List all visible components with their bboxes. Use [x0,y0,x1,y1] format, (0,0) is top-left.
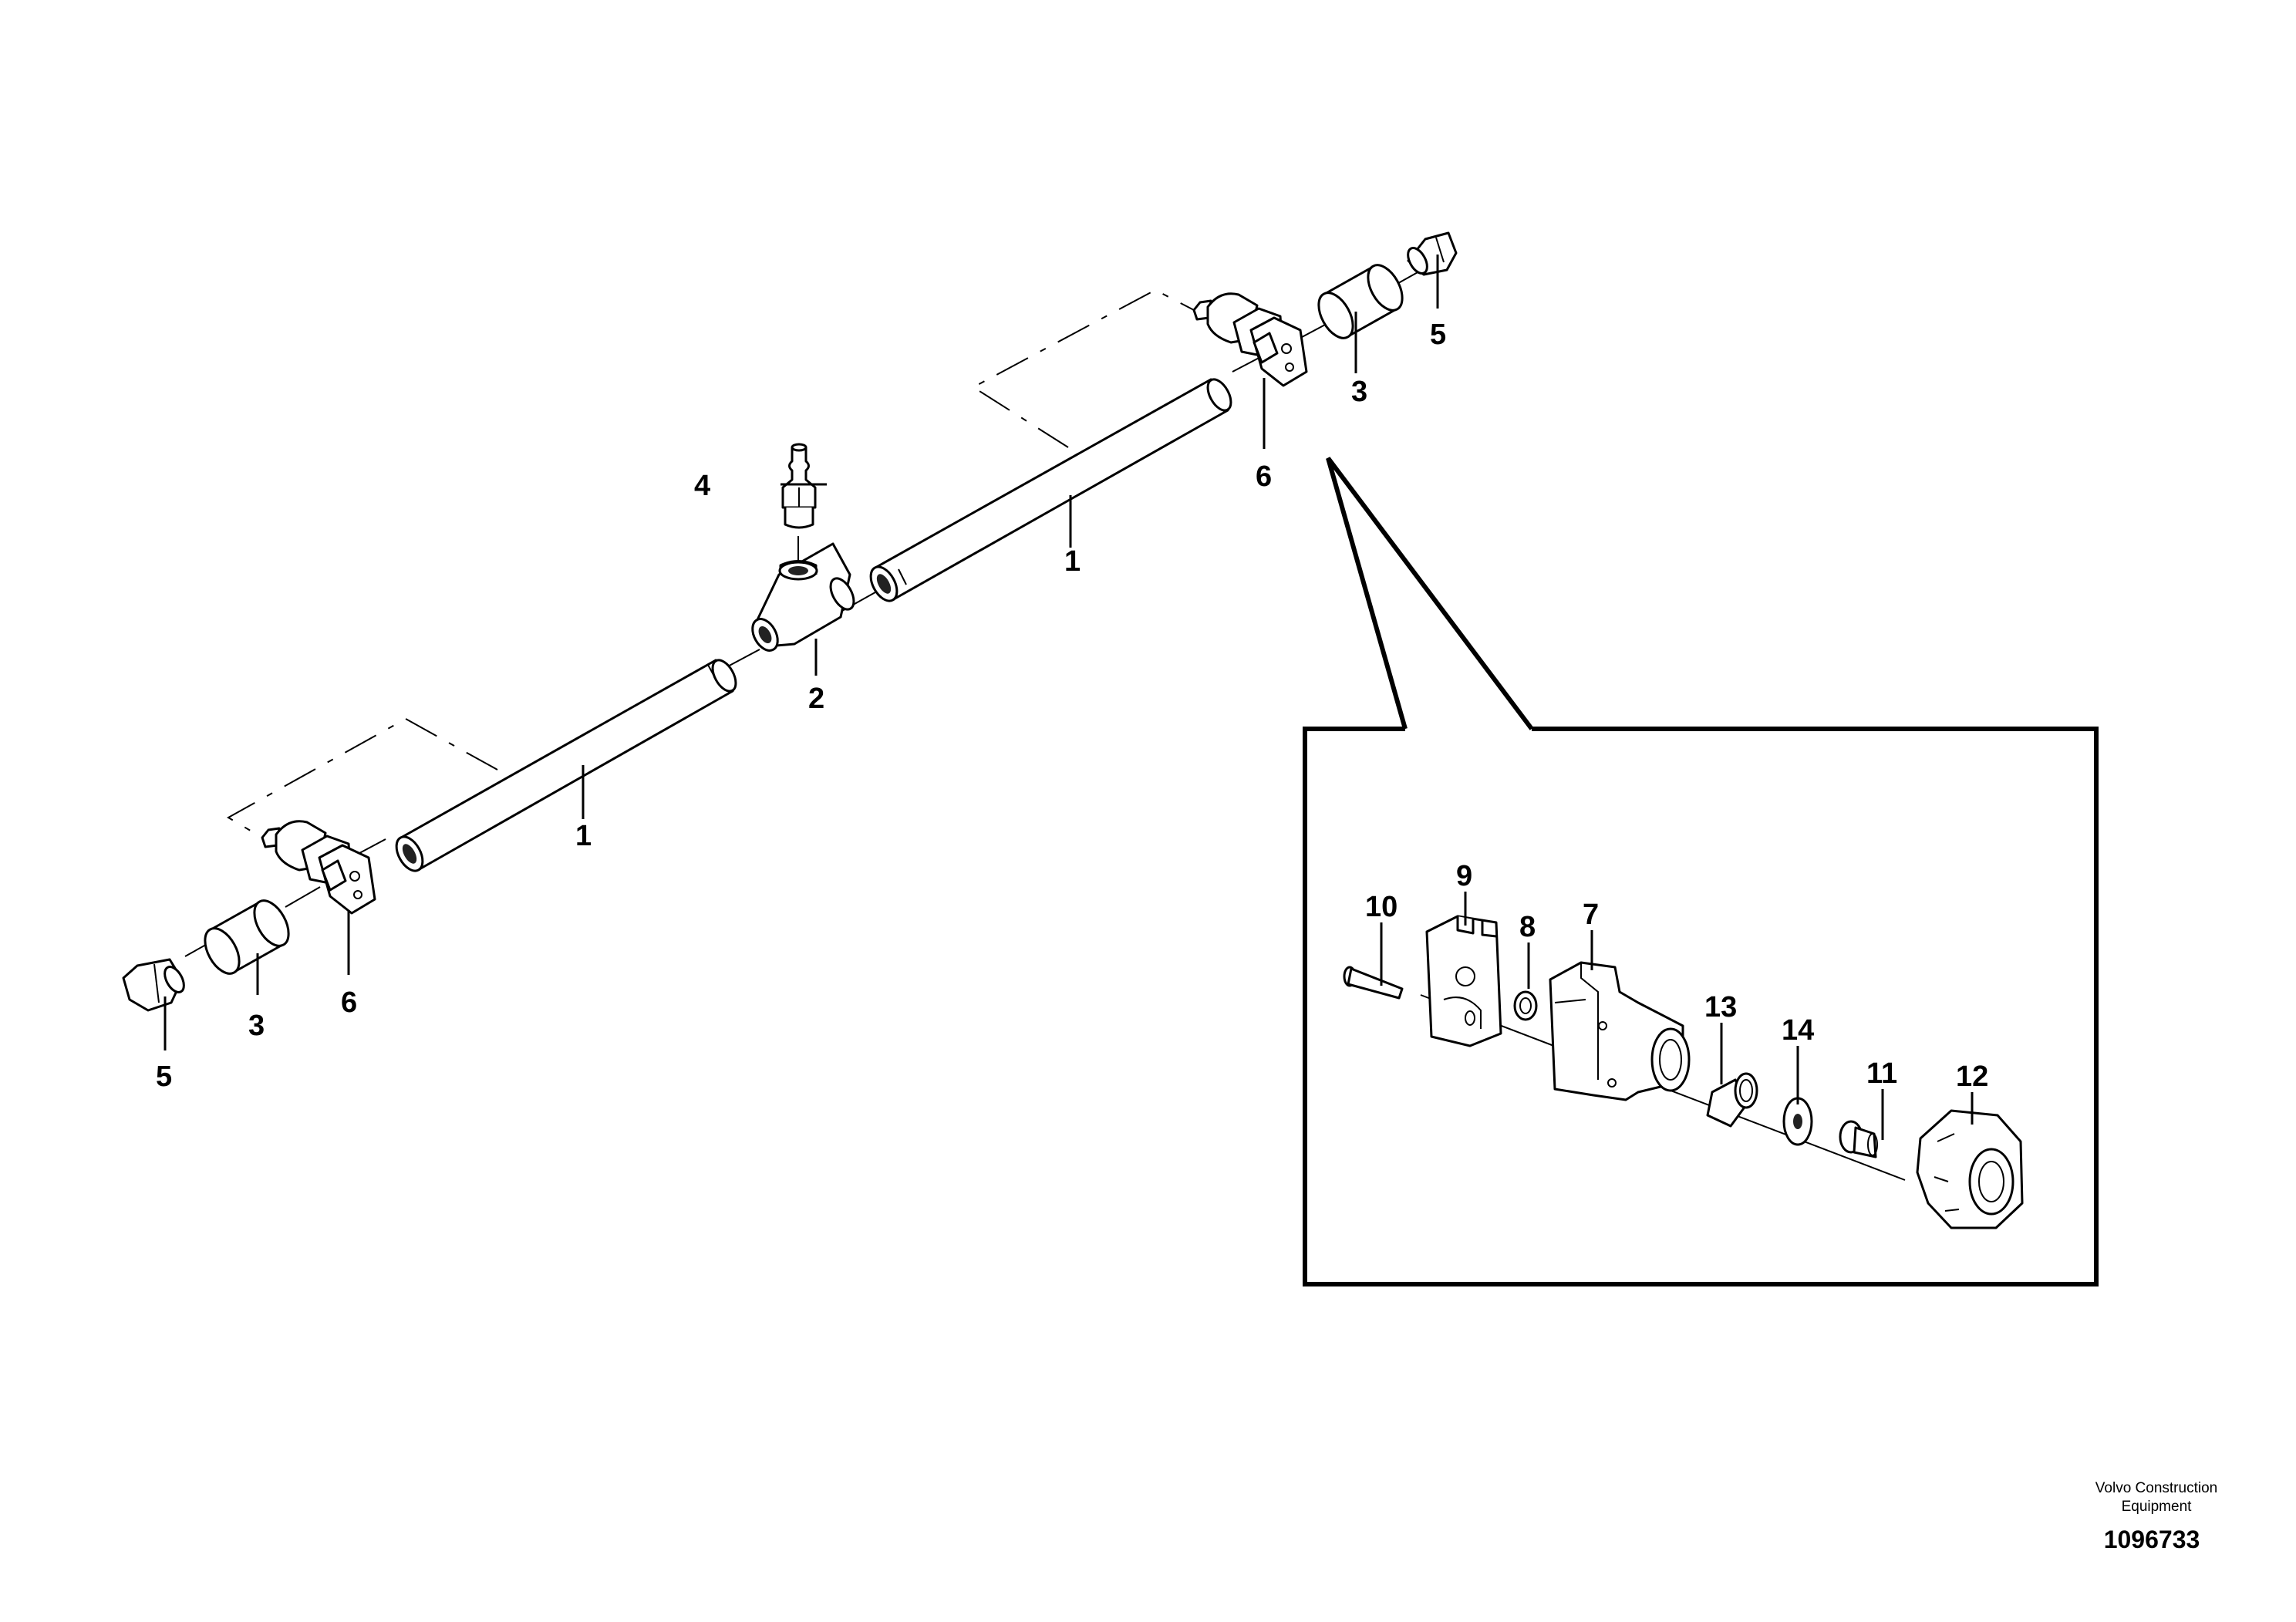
callout-9-clamp-half: 9 [1456,860,1472,892]
detail-pointer [1326,457,1534,730]
callout-6-lower-clamp: 6 [341,986,357,1019]
tee-fitting [751,542,855,652]
callout-13-insert: 13 [1704,991,1737,1023]
callout-8-o-ring: 8 [1519,911,1536,943]
detail-insert [1706,1072,1758,1128]
lower-nozzle-assembly [261,820,376,915]
callout-3-lower-sleeve: 3 [248,1010,265,1042]
brand-line-1: Volvo Construction [2095,1480,2217,1496]
detail-nozzle-tip [1839,1120,1878,1158]
callout-6-upper-clamp: 6 [1256,460,1272,493]
detail-view-frame [1303,727,2099,1286]
brand-line-2: Equipment [2122,1499,2193,1515]
detail-knurled-nut [1916,1109,2024,1229]
callout-3-upper-sleeve: 3 [1351,376,1367,408]
leader-lines [164,255,1974,1140]
callout-11-nozzle-tip: 11 [1866,1057,1897,1090]
callout-4-hose-nipple: 4 [694,470,710,502]
lower-reference-line [226,717,498,838]
upper-sleeve [1317,264,1404,339]
detail-o-ring [1513,990,1538,1021]
callout-2-tee: 2 [808,683,824,715]
detail-nozzle-body [1549,961,1691,1101]
upper-nozzle-assembly [1192,292,1308,387]
lower-cap [122,958,185,1012]
hose-nipple [781,443,817,529]
drawing-number: 1096733 [2104,1526,2200,1553]
callout-5-lower-cap: 5 [156,1061,172,1093]
detail-screw [1343,966,1404,1000]
detail-washer [1782,1097,1813,1146]
callout-7-nozzle-body: 7 [1583,899,1599,931]
callout-12-nut: 12 [1956,1061,1988,1093]
upper-cap [1407,231,1458,276]
callout-1-upper-tube: 1 [1064,545,1081,578]
callout-1-lower-tube: 1 [575,820,592,852]
detail-clamp-half [1425,915,1502,1047]
lower-tube [395,659,737,872]
upper-reference-line [972,288,1195,448]
callout-10-screw: 10 [1365,891,1397,923]
upper-tube [869,378,1232,602]
callout-5-upper-cap: 5 [1430,319,1446,351]
lower-sleeve [204,899,290,975]
callout-14-washer: 14 [1782,1014,1814,1047]
